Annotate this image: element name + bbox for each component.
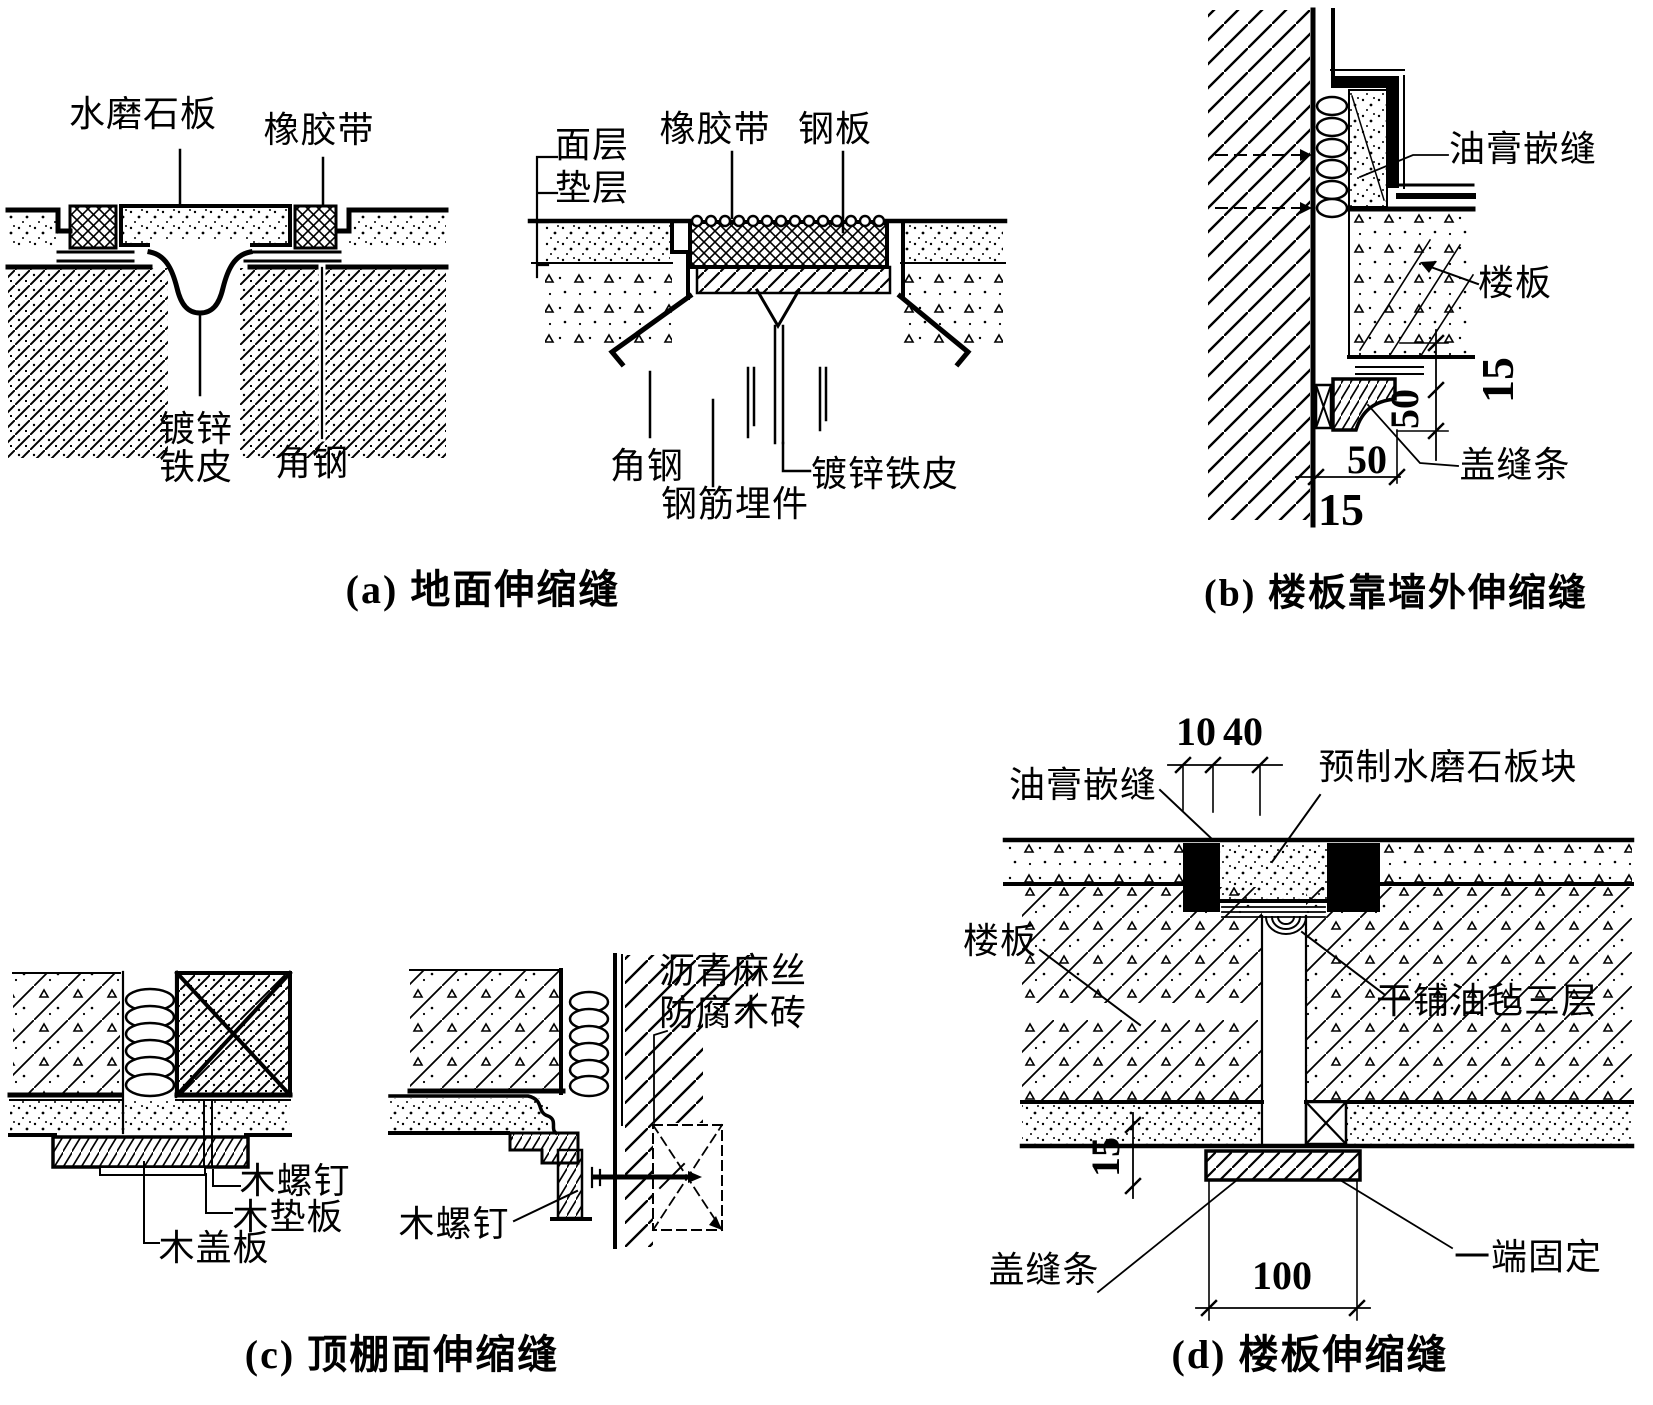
label-grease-caulking-b: 油膏嵌缝 — [1448, 129, 1598, 170]
caption-panel-c: (c) 顶棚面伸缩缝 — [244, 1332, 560, 1377]
dim-15-vertical-b: 15 — [1471, 357, 1523, 403]
label-galvanized-sheet-left: 镀锌铁皮 — [158, 409, 233, 487]
label-floor-slab-b: 楼板 — [1477, 263, 1553, 304]
label-grease-caulking-d: 油膏嵌缝 — [1008, 765, 1158, 806]
label-dry-laid-felt: 干铺油毡三层 — [1375, 981, 1599, 1022]
label-terrazzo-slab: 水磨石板 — [68, 94, 218, 135]
label-cushion-layer: 垫层 — [554, 168, 630, 209]
coil-spring — [1315, 95, 1349, 219]
dim-50-horizontal-b: 50 — [1347, 437, 1387, 482]
panel-a-right-drawing — [527, 150, 1008, 488]
label-wood-screw-left: 木螺钉 — [239, 1161, 351, 1202]
label-rubber-strip-left: 橡胶带 — [263, 110, 375, 151]
label-precast-terrazzo-block: 预制水磨石板块 — [1318, 747, 1578, 788]
caption-panel-a: (a) 地面伸缩缝 — [345, 567, 621, 612]
label-galvanized-sheet-right: 镀锌铁皮 — [810, 454, 960, 495]
panel-c-left-drawing — [7, 970, 293, 1244]
dim-15-vertical-d: 15 — [1083, 1137, 1128, 1177]
caption-panel-d: (d) 楼板伸缩缝 — [1171, 1332, 1449, 1377]
dim-10-d: 10 — [1176, 709, 1216, 754]
label-angle-steel-left: 角钢 — [274, 443, 350, 484]
label-angle-steel-right: 角钢 — [609, 446, 685, 487]
panel-b-drawing — [1208, 7, 1480, 528]
label-rebar-embedment: 钢筋埋件 — [660, 484, 810, 525]
panel-c-right-drawing — [388, 953, 758, 1249]
caption-panel-b: (b) 楼板靠墙外伸缩缝 — [1204, 572, 1588, 615]
panel-a-left-drawing — [5, 148, 449, 458]
label-wood-screw-right: 木螺钉 — [398, 1204, 510, 1245]
dim-100-d: 100 — [1252, 1253, 1312, 1298]
label-one-end-fixed: 一端固定 — [1453, 1237, 1603, 1278]
panel-d-drawing — [1002, 756, 1635, 1321]
label-wood-pad-board: 木垫板 — [232, 1197, 344, 1238]
label-asphalt-hemp: 沥青麻丝 — [658, 951, 808, 992]
dim-15-horizontal-b: 15 — [1318, 483, 1364, 535]
label-floor-slab-d: 楼板 — [962, 921, 1038, 962]
label-cover-strip-b: 盖缝条 — [1459, 445, 1571, 486]
label-preserved-wood-brick: 防腐木砖 — [658, 993, 808, 1034]
coil-spring — [568, 990, 610, 1098]
label-surface-layer: 面层 — [554, 125, 630, 166]
dim-40-d: 40 — [1223, 709, 1263, 754]
label-wood-cover-board: 木盖板 — [158, 1228, 270, 1269]
coil-spring — [124, 987, 176, 1098]
dim-50-vertical-b: 50 — [1382, 389, 1427, 429]
label-rubber-strip-right: 橡胶带 — [659, 109, 771, 150]
label-cover-strip-d: 盖缝条 — [988, 1250, 1100, 1291]
rubber-scallop-edge — [690, 214, 886, 228]
label-steel-plate: 钢板 — [797, 109, 873, 150]
